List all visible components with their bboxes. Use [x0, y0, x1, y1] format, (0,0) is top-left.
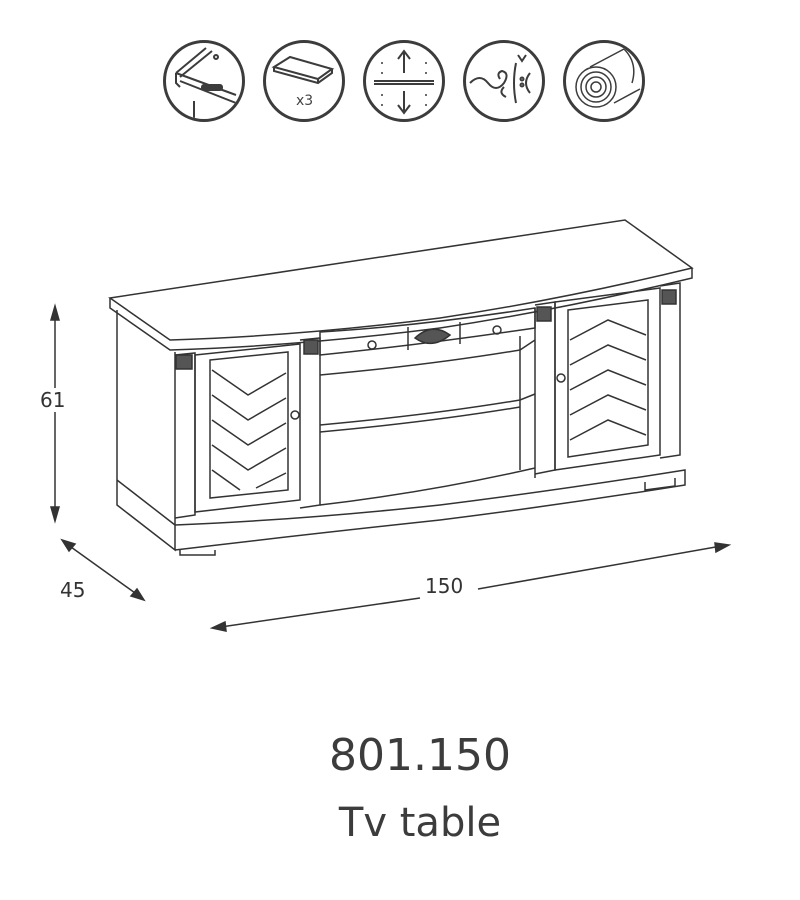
open-shelf	[319, 308, 536, 506]
product-code: 801.150	[329, 730, 511, 781]
adjustable-shelf-icon	[363, 40, 445, 122]
right-door-chevron	[569, 319, 647, 441]
soft-close-drawer-icon	[163, 40, 245, 122]
solid-wood-icon	[563, 40, 645, 122]
shelves-icon: x3	[263, 40, 345, 122]
tv-table-drawing	[50, 219, 732, 632]
depth-label: 45	[58, 578, 88, 602]
left-door-chevron	[211, 369, 287, 491]
width-label: 150	[423, 574, 466, 598]
depth-dimension-line	[63, 541, 143, 599]
height-label: 61	[38, 388, 68, 412]
plinth	[174, 469, 686, 551]
table-top	[108, 219, 694, 341]
width-dimension-line	[213, 544, 728, 629]
ornament-icon	[463, 40, 545, 122]
side-panel	[116, 310, 176, 552]
right-door	[554, 287, 661, 471]
product-name: Tv table	[338, 800, 502, 846]
shelves-count: x3	[296, 93, 314, 109]
